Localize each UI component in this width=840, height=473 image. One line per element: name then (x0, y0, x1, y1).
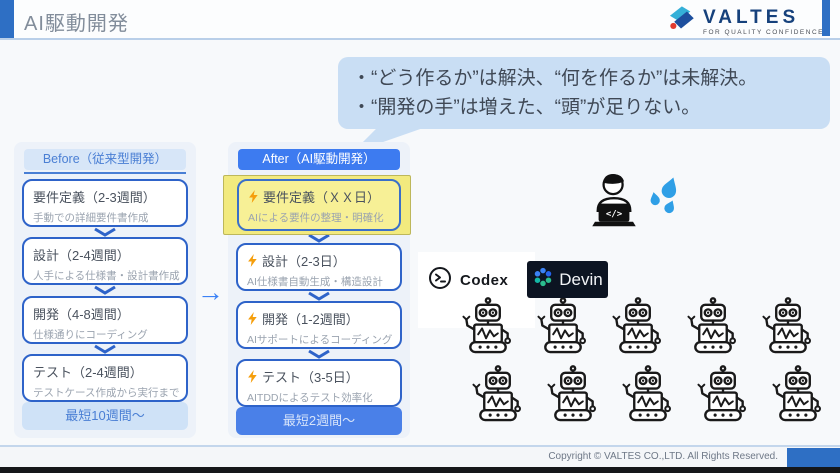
lightning-icon (248, 312, 257, 325)
robot-icon (612, 297, 664, 359)
before-step-test: テスト（2-4週間） テストケース作成から実行まで (22, 354, 188, 402)
before-header-underline (24, 172, 186, 174)
logo-name: VALTES (702, 7, 800, 29)
title-accent-square (0, 0, 14, 38)
highlight-marker: 要件定義（ＸＸ日） AIによる要件の整理・明確化 (223, 175, 411, 235)
robot-icon (547, 365, 599, 427)
footer-accent-block (787, 448, 840, 468)
before-column: Before（従来型開発） 要件定義（2-3週間） 手動での詳細要件書作成 設計… (14, 142, 196, 438)
footer-bottom-strip (0, 467, 840, 473)
valtes-logo: VALTES FOR QUALITY CONFIDENCE (664, 3, 824, 42)
robot-icon (772, 365, 824, 427)
after-step-development: 開発（1-2週間） AIサポートによるコーディング (236, 301, 402, 349)
before-column-header: Before（従来型開発） (24, 149, 186, 170)
devin-label: Devin (559, 269, 603, 289)
robot-row-2 (472, 365, 834, 427)
before-step-development: 開発（4-8週間） 仕様通りにコーディング (22, 295, 188, 344)
lightning-icon (248, 370, 257, 383)
chevron-down-icon (22, 227, 188, 237)
before-step-design: 設計（2-4週間） 人手による仕様書・設計書作成 (22, 237, 188, 286)
robot-icon (762, 297, 814, 359)
copyright-text: Copyright © VALTES CO.,LTD. All Rights R… (548, 451, 778, 462)
chevron-down-icon (236, 349, 402, 359)
after-column: After（AI駆動開発） 要件定義（ＸＸ日） AIによる要件の整理・明確化 設… (223, 142, 411, 438)
header-accent-bar (822, 0, 830, 36)
chevron-down-icon (236, 291, 402, 301)
footer-divider (0, 445, 840, 447)
devin-dots-icon (532, 266, 554, 293)
header: AI駆動開発 VALTES FOR QUALITY CONFIDENCE (0, 0, 840, 40)
robot-icon (472, 365, 524, 427)
footer-bar: Copyright © VALTES CO.,LTD. All Rights R… (0, 447, 840, 467)
after-column-header: After（AI駆動開発） (238, 149, 400, 170)
chevron-down-icon (22, 344, 188, 354)
chevron-down-icon (22, 285, 188, 296)
before-duration-badge: 最短10週間〜 (22, 402, 188, 430)
valtes-logo-icon (664, 3, 698, 42)
codex-label: Codex (460, 272, 509, 289)
chevron-down-icon (236, 233, 402, 243)
robot-icon (622, 365, 674, 427)
callout-bubble: ・“どう作るか”は解決、“何を作るか”は未解決。 ・“開発の手”は増えた、“頭”… (338, 57, 830, 129)
robot-icon (687, 297, 739, 359)
robot-army (462, 297, 834, 427)
callout-line-1: ・“どう作るか”は解決、“何を作るか”は未解決。 (352, 68, 758, 89)
devin-logo: Devin (527, 261, 608, 298)
before-step-requirements: 要件定義（2-3週間） 手動での詳細要件書作成 (22, 178, 188, 227)
after-step-test: テスト（3-5日） AITDDによるテスト効率化 (236, 359, 402, 407)
after-step-requirements: 要件定義（ＸＸ日） AIによる要件の整理・明確化 (237, 179, 401, 231)
lightning-icon (249, 190, 258, 203)
logo-tagline: FOR QUALITY CONFIDENCE (702, 29, 824, 37)
lightning-icon (248, 254, 257, 267)
arrow-right-icon: → (197, 277, 224, 307)
robot-icon (462, 297, 514, 359)
robot-icon (537, 297, 589, 359)
codex-terminal-icon (428, 266, 452, 295)
developer-laptop-icon: </> (585, 170, 643, 235)
sweat-drops-icon (648, 176, 682, 223)
after-step-design: 設計（2-3日） AI仕様書自動生成・構造設計 (236, 243, 402, 291)
robot-icon (697, 365, 749, 427)
after-duration-badge: 最短2週間〜 (236, 407, 402, 435)
codex-logo: Codex (418, 252, 535, 328)
page-title: AI駆動開発 (24, 13, 129, 35)
svg-text:</>: </> (606, 209, 623, 219)
callout-line-2: ・“開発の手”は増えた、“頭”が足りない。 (352, 96, 701, 118)
robot-row-1 (462, 297, 834, 359)
